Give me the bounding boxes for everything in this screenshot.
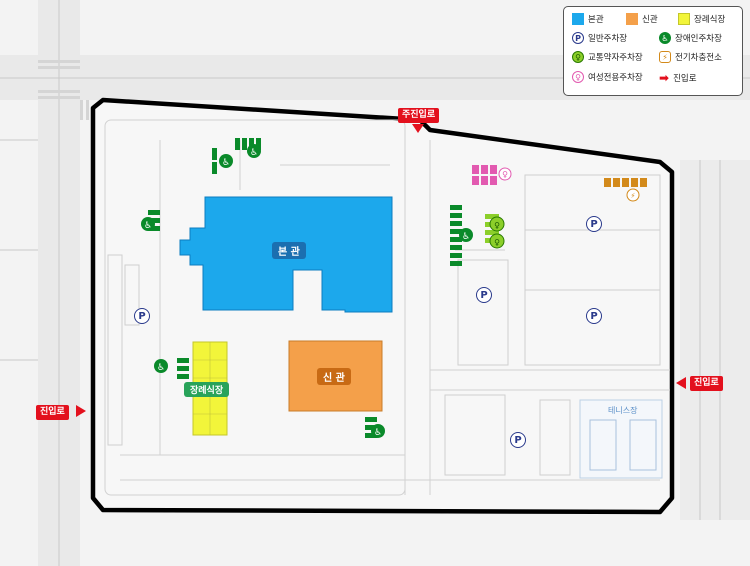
women-icon: ♀: [572, 71, 584, 83]
svg-text:♀: ♀: [494, 238, 500, 247]
disabled-icon: ♿: [141, 217, 155, 231]
legend-ev-charging: ⚡ 전기차충전소: [659, 51, 722, 63]
east-road: [680, 160, 750, 520]
parking-icon: P: [572, 32, 584, 44]
arrow-right-icon: [76, 405, 86, 417]
new-building-label: 신 관: [317, 368, 351, 385]
disabled-icon: ♿: [659, 32, 671, 44]
legend-main: 본관: [572, 13, 604, 25]
disabled-icon: ♿: [371, 424, 385, 438]
svg-text:♿: ♿: [462, 232, 470, 242]
parking-icon: P: [586, 308, 602, 324]
new-swatch: [626, 13, 638, 25]
legend-entrance: ➡ 진입로: [659, 71, 697, 85]
parking-icon: P: [476, 287, 492, 303]
legend-women-parking: ♀ 여성전용주차장: [572, 71, 643, 83]
legend-general-parking: P 일반주차장: [572, 32, 627, 44]
legend-funeral: 장례식장: [678, 13, 725, 25]
svg-text:♀: ♀: [502, 170, 508, 179]
women-icon: ♀: [498, 167, 512, 181]
tennis-court-label: 테니스장: [608, 406, 638, 415]
svg-text:⚡: ⚡: [631, 192, 636, 200]
pregnant-icon: ♀: [489, 216, 505, 232]
funeral-hall-label: 장례식장: [184, 382, 230, 397]
svg-text:♀: ♀: [494, 221, 500, 230]
legend-disabled-parking: ♿ 장애인주차장: [659, 32, 722, 44]
arrow-down-icon: [412, 124, 424, 133]
disabled-icon: ♿: [247, 144, 261, 158]
tennis-court: [579, 399, 663, 479]
svg-text:♿: ♿: [374, 428, 382, 438]
legend-new: 신관: [626, 13, 658, 25]
ev-charging-icon: ⚡: [659, 51, 671, 63]
main-building-label: 본 관: [272, 242, 306, 259]
main-entrance-tag: 주진입로: [398, 108, 440, 123]
parking-icon: P: [134, 308, 150, 324]
parking-icon: P: [510, 432, 526, 448]
legend-pregnant-parking: ♀ 교통약자주차장: [572, 51, 643, 63]
pregnant-icon: ♀: [489, 233, 505, 249]
disabled-icon: ♿: [154, 359, 168, 373]
pregnant-icon: ♀: [572, 51, 584, 63]
svg-text:♿: ♿: [222, 158, 230, 168]
west-entrance-tag: 진입로: [36, 405, 69, 420]
parking-icon: P: [586, 216, 602, 232]
map-legend: 본관 신관 장례식장 P 일반주차장 ♿ 장애인주차장 ♀ 교통약자주차장 ⚡ …: [563, 6, 743, 96]
arrow-left-icon: [676, 377, 686, 389]
disabled-icon: ♿: [459, 228, 473, 242]
main-swatch: [572, 13, 584, 25]
disabled-icon: ♿: [219, 154, 233, 168]
svg-text:♿: ♿: [144, 221, 152, 231]
ev-charging-icon: ⚡: [626, 188, 640, 202]
funeral-swatch: [678, 13, 690, 25]
arrow-right-icon: ➡: [659, 71, 670, 85]
east-entrance-tag: 진입로: [690, 376, 723, 391]
svg-text:♿: ♿: [157, 363, 165, 373]
svg-text:♿: ♿: [250, 148, 258, 158]
